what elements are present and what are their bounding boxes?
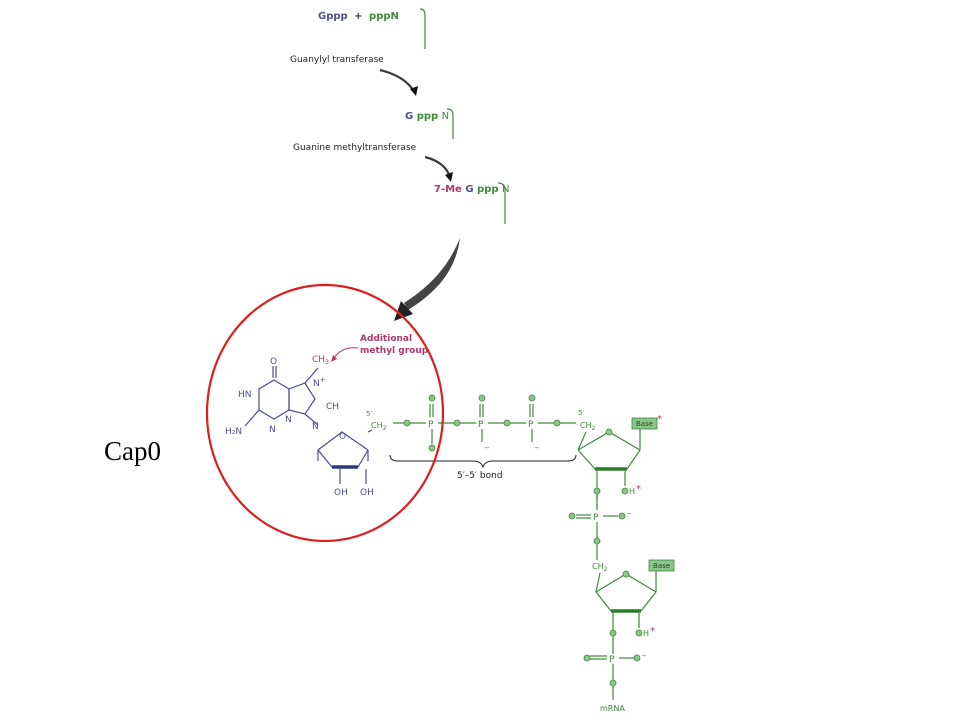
methyl-sub: 3	[325, 359, 329, 366]
svg-text:N+: N+	[313, 376, 326, 389]
plus-sign: +	[354, 11, 362, 22]
annotation-arrow	[333, 347, 359, 359]
phosphate-2: P	[478, 420, 484, 430]
cap-ch2: CH	[371, 421, 383, 430]
svg-text:CH3: CH3	[312, 355, 329, 366]
rna-tail-1	[419, 8, 426, 49]
final-ppp: ppp	[477, 184, 498, 195]
svg-text:Gppp + pppN: Gppp + pppN	[318, 11, 399, 22]
svg-text:7-Me G ppp N: 7-Me G ppp N	[434, 184, 509, 195]
cap-ribose	[317, 429, 373, 484]
carbonyl-oxygen: O	[270, 357, 277, 367]
asterisk-h2: *	[650, 626, 655, 637]
phosphate-4: P	[593, 513, 599, 523]
rna2-ch2-sub: 2	[604, 566, 608, 573]
phosphate-3: P	[528, 420, 534, 430]
base-label-1: Base	[636, 420, 653, 428]
annotation-arrowhead	[331, 355, 337, 362]
base-box-2	[648, 559, 675, 572]
plus-charge: +	[320, 376, 326, 384]
svg-text:CH2: CH2	[592, 562, 608, 573]
arrowhead-1	[410, 86, 418, 96]
phosphate-1: P	[428, 420, 434, 430]
arrowhead-2	[445, 172, 453, 182]
label-hn: HN	[238, 390, 252, 400]
h-1: H	[629, 487, 635, 496]
ribose-oxygen: O	[339, 432, 346, 442]
five-prime-rna: 5′	[578, 409, 584, 417]
bond-brace	[389, 454, 577, 469]
minus-charge-1: −	[484, 444, 490, 452]
cap0-label: Cap0	[104, 436, 161, 466]
phosphate-5: P	[609, 655, 615, 665]
final-g: G	[465, 184, 473, 195]
asterisk-h1: *	[636, 484, 641, 495]
rna-ch2-sub: 2	[592, 425, 596, 432]
final-n: N	[502, 184, 509, 195]
n-plus: N	[313, 379, 320, 389]
annotation-line-1: Additional	[360, 334, 412, 344]
svg-text:G ppp N: G ppp N	[405, 111, 449, 122]
bond-label: 5′–5′ bond	[457, 471, 503, 481]
asterisk-base: *	[657, 414, 662, 425]
cap-ch2-sub: 2	[383, 425, 387, 432]
phosphate-nodes	[403, 394, 561, 452]
svg-text:CH2: CH2	[371, 421, 387, 432]
cap-structure: Additional methyl group O HN H₂N N N N+ …	[225, 334, 675, 713]
capping-pathway: Gppp + pppN Guanylyl transferase G ppp N…	[290, 8, 509, 321]
glycosidic-n: N	[312, 422, 319, 432]
base-label-2: Base	[653, 562, 670, 570]
rna2-ch2: CH	[592, 562, 604, 571]
annotation-line-2: methyl group	[360, 346, 429, 356]
reactant-gppp: Gppp	[318, 11, 348, 22]
phosphate-4-bonds	[576, 494, 618, 560]
oh-2prime: OH	[334, 488, 348, 498]
h-2: H	[643, 629, 649, 638]
label-h2n: H₂N	[225, 427, 242, 437]
ring-n-2: N	[285, 415, 292, 425]
mrna-label: mRNA	[600, 704, 625, 713]
rna-tail-3	[497, 182, 506, 224]
reaction-arrow-2	[424, 155, 452, 178]
reactant-pppn: pppN	[369, 11, 399, 22]
product-n: N	[442, 111, 449, 122]
product-ppp: ppp	[417, 111, 438, 122]
minus-charge-3: −	[626, 510, 632, 518]
big-arrowhead	[394, 301, 413, 321]
minus-charge-4: −	[641, 652, 647, 660]
label-ch: CH	[326, 402, 339, 412]
oh-3prime: OH	[360, 488, 374, 498]
rna-tail-2	[446, 108, 454, 139]
methyl-ch: CH	[312, 355, 325, 365]
rna-nodes-2	[583, 570, 643, 687]
ring-n-1: N	[269, 425, 276, 435]
product-g: G	[405, 111, 413, 122]
enzyme-guanine-methyltransferase: Guanine methyltransferase	[293, 143, 417, 153]
minus-charge-2: −	[534, 444, 540, 452]
enzyme-guanylyl-transferase: Guanylyl transferase	[290, 55, 384, 65]
base-box-1	[631, 417, 658, 430]
rna-nodes-1	[568, 428, 629, 545]
rna-ch2: CH	[580, 421, 592, 430]
reaction-arrow-1	[379, 68, 414, 91]
final-7me: 7-Me	[434, 184, 462, 195]
guanine-base	[244, 366, 319, 427]
cap-highlight-circle	[205, 283, 445, 543]
five-prime-cap: 5′	[366, 410, 372, 418]
big-curved-arrow	[404, 238, 460, 310]
svg-text:CH2: CH2	[580, 421, 596, 432]
phosphate-chain	[393, 404, 576, 444]
